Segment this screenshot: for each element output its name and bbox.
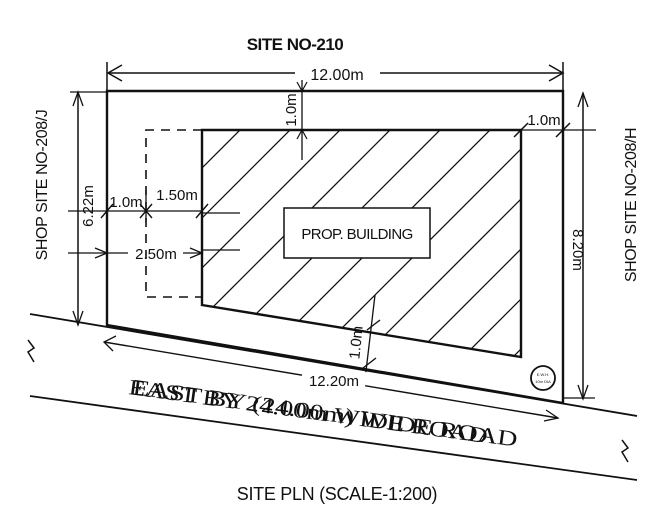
left-depth-dimension: 6.22m xyxy=(70,90,107,327)
right-depth-value: 8.20m xyxy=(569,229,586,271)
left-setback-dimensions: 1.0m 1.50m xyxy=(68,187,209,222)
building-label: PROP. BUILDING xyxy=(301,226,412,243)
bottom-width-dimension: 12.20m xyxy=(102,335,560,422)
bottom-setback-value: 1.0m xyxy=(346,325,366,360)
top-width-value: 12.00m xyxy=(310,67,363,84)
right-setback-dimension: 1.0m xyxy=(513,112,596,138)
bottom-width-value: 12.20m xyxy=(309,373,359,390)
left-depth-value: 6.22m xyxy=(80,185,97,227)
stamp-line-2: 10m DIA xyxy=(535,379,551,384)
right-depth-dimension: 8.20m xyxy=(563,91,595,401)
left-setback-1-value: 1.0m xyxy=(109,194,142,211)
stamp-line-1: E.W.H. xyxy=(537,372,549,377)
drawing-caption: SITE PLN (SCALE-1:200) xyxy=(237,484,437,504)
top-width-dimension: 12.00m xyxy=(106,62,565,92)
road-edges xyxy=(26,313,638,481)
east-neighbour-label: SHOP SITE NO-208/H xyxy=(623,128,640,282)
building-label-box: PROP. BUILDING xyxy=(283,207,431,259)
left-setback-3-dimension: 2.50m xyxy=(68,212,240,263)
west-neighbour-label: SHOP SITE NO-208/J xyxy=(34,110,51,261)
north-neighbour-label: SITE NO-210 xyxy=(247,35,344,54)
stamp-seal: E.W.H. 10m DIA xyxy=(530,365,556,391)
top-setback-value: 1.0m xyxy=(283,93,300,126)
dashed-projection-outline xyxy=(145,129,202,298)
left-setback-2-value: 1.50m xyxy=(156,187,198,204)
top-setback-dimension: 1.0m xyxy=(283,80,308,160)
right-setback-value: 1.0m xyxy=(527,112,560,129)
left-setback-3-value: 2.50m xyxy=(135,246,177,263)
building-outline xyxy=(200,128,523,359)
